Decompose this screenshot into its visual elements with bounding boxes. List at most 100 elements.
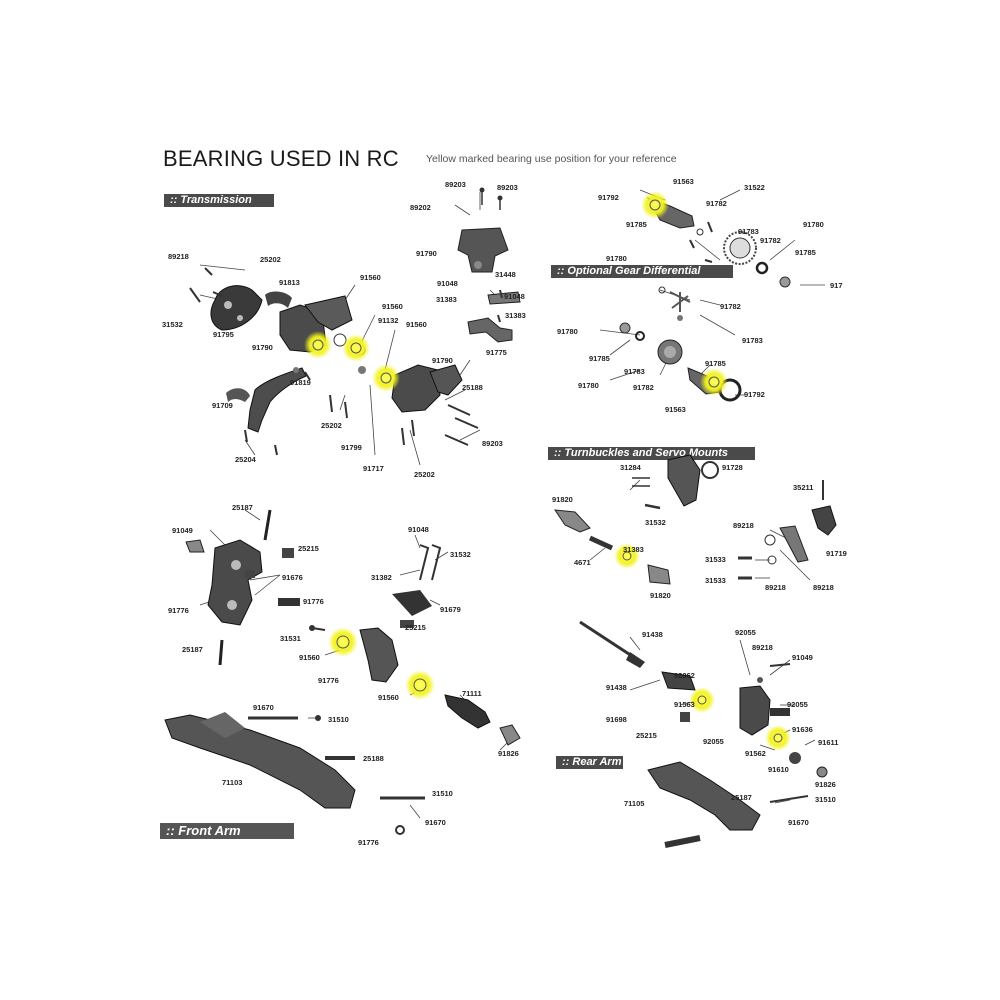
part-number-label: 71111 [462,689,482,698]
page-subtitle: Yellow marked bearing use position for y… [426,153,677,165]
bearing-highlights [304,191,791,751]
part-number-label: 91792 [744,390,765,399]
driveshaft [579,620,636,660]
part-number-label: 91820 [650,591,671,600]
part-number-label: 91780 [557,327,578,336]
part-number-label: 91563 [673,177,694,186]
rear-arm-parts [579,620,828,848]
part-number-label: 91679 [440,605,461,614]
part-number-label: 91785 [589,354,610,363]
part-number-label: 91776 [358,838,379,847]
part-number-label: 31532 [450,550,471,559]
part-number-label: 91776 [318,676,339,685]
part-number-label: 31531 [280,634,301,643]
transmission-parts [189,187,521,456]
part-number-label: 31533 [705,555,726,564]
part-number-label: 91782 [706,199,727,208]
part-number-label: 92055 [703,737,724,746]
part-number-label: 91719 [826,549,847,558]
front-axle [444,694,491,729]
shift-fork [247,367,307,433]
part-number-label: 91611 [818,738,838,747]
part-number-label: 91780 [803,220,824,229]
part-number-label: 91783 [738,227,759,236]
part-number-label: 91813 [279,278,300,287]
front-arm-parts [164,509,521,835]
part-number-label: 89203 [445,180,466,189]
part-number-label: 31522 [744,183,765,192]
part-number-label: 89203 [482,439,503,448]
part-number-label: 31284 [620,463,642,472]
servo-mount [667,454,701,507]
part-number-label: 31383 [436,295,457,304]
part-number-label: 91048 [408,525,429,534]
part-number-label: 91560 [378,693,399,702]
part-number-label: 91610 [768,765,789,774]
part-number-label: 91785 [626,220,647,229]
part-number-label: 31533 [705,576,726,585]
turnbuckle-rod [588,535,614,551]
part-number-label: 91820 [552,495,573,504]
part-number-label: 71105 [624,799,644,808]
section-label-rear-arm: :: Rear Arm [556,756,623,769]
part-number-label: 25202 [414,470,435,479]
part-number-label: 91563 [674,700,695,709]
part-number-label: 31448 [495,270,516,279]
part-labels-gear-differential: 9179291563315229178591782917839178091782… [557,177,843,414]
part-number-label: 89218 [752,643,773,652]
part-number-label: 91782 [760,236,781,245]
part-number-label: 91783 [742,336,763,345]
part-number-label: 91792 [598,193,619,202]
part-number-label: 91636 [792,725,813,734]
part-labels-front-arm: 2518791049252159167691776917762518791048… [168,503,519,847]
part-number-label: 25188 [363,754,384,763]
ring-gear [723,231,757,265]
part-number-label: 91795 [213,330,234,339]
part-number-label: 91560 [406,320,427,329]
part-number-label: 25187 [182,645,203,654]
part-number-label: 91782 [633,383,654,392]
gearbox-top-mount [457,227,509,273]
part-number-label: 25204 [235,455,257,464]
part-number-label: 25202 [260,255,281,264]
link-arm [467,317,513,343]
part-number-label: 89218 [168,252,189,261]
part-number-label: 31383 [505,311,526,320]
part-number-label: 91670 [253,703,274,712]
part-number-label: 89202 [410,203,431,212]
part-number-label: 25215 [636,731,657,740]
part-number-label: 91785 [705,359,726,368]
diff-cross-pin [669,291,691,312]
part-number-label: 91780 [606,254,627,263]
part-number-label: 89203 [497,183,518,192]
part-number-label: 91560 [299,653,320,662]
part-number-label: 91776 [303,597,324,606]
part-number-label: 25187 [232,503,253,512]
part-number-label: 35211 [793,483,813,492]
part-number-label: 31383 [623,545,644,554]
part-number-label: 91560 [382,302,403,311]
gearbox-half-right [391,364,441,413]
section-label-front-arm: :: Front Arm [160,823,294,839]
part-number-label: 91560 [360,273,381,282]
part-number-label: 25188 [462,383,483,392]
part-number-label: 91049 [792,653,813,662]
part-number-label: 31510 [815,795,836,804]
part-number-label: 91783 [624,367,645,376]
part-number-label: 91048 [504,292,525,301]
part-number-label: 91785 [795,248,816,257]
turnbuckles-parts [553,454,837,585]
part-number-label: 91799 [341,443,362,452]
rod-end-right [647,564,671,585]
part-number-label: 89218 [733,521,754,530]
spindle-carrier [359,627,399,683]
part-number-label: 91670 [425,818,446,827]
section-label-gear-differential: :: Optional Gear Differential [551,265,733,278]
part-number-label: 91438 [642,630,663,639]
part-number-label: 91049 [172,526,193,535]
part-number-label: 91563 [665,405,686,414]
